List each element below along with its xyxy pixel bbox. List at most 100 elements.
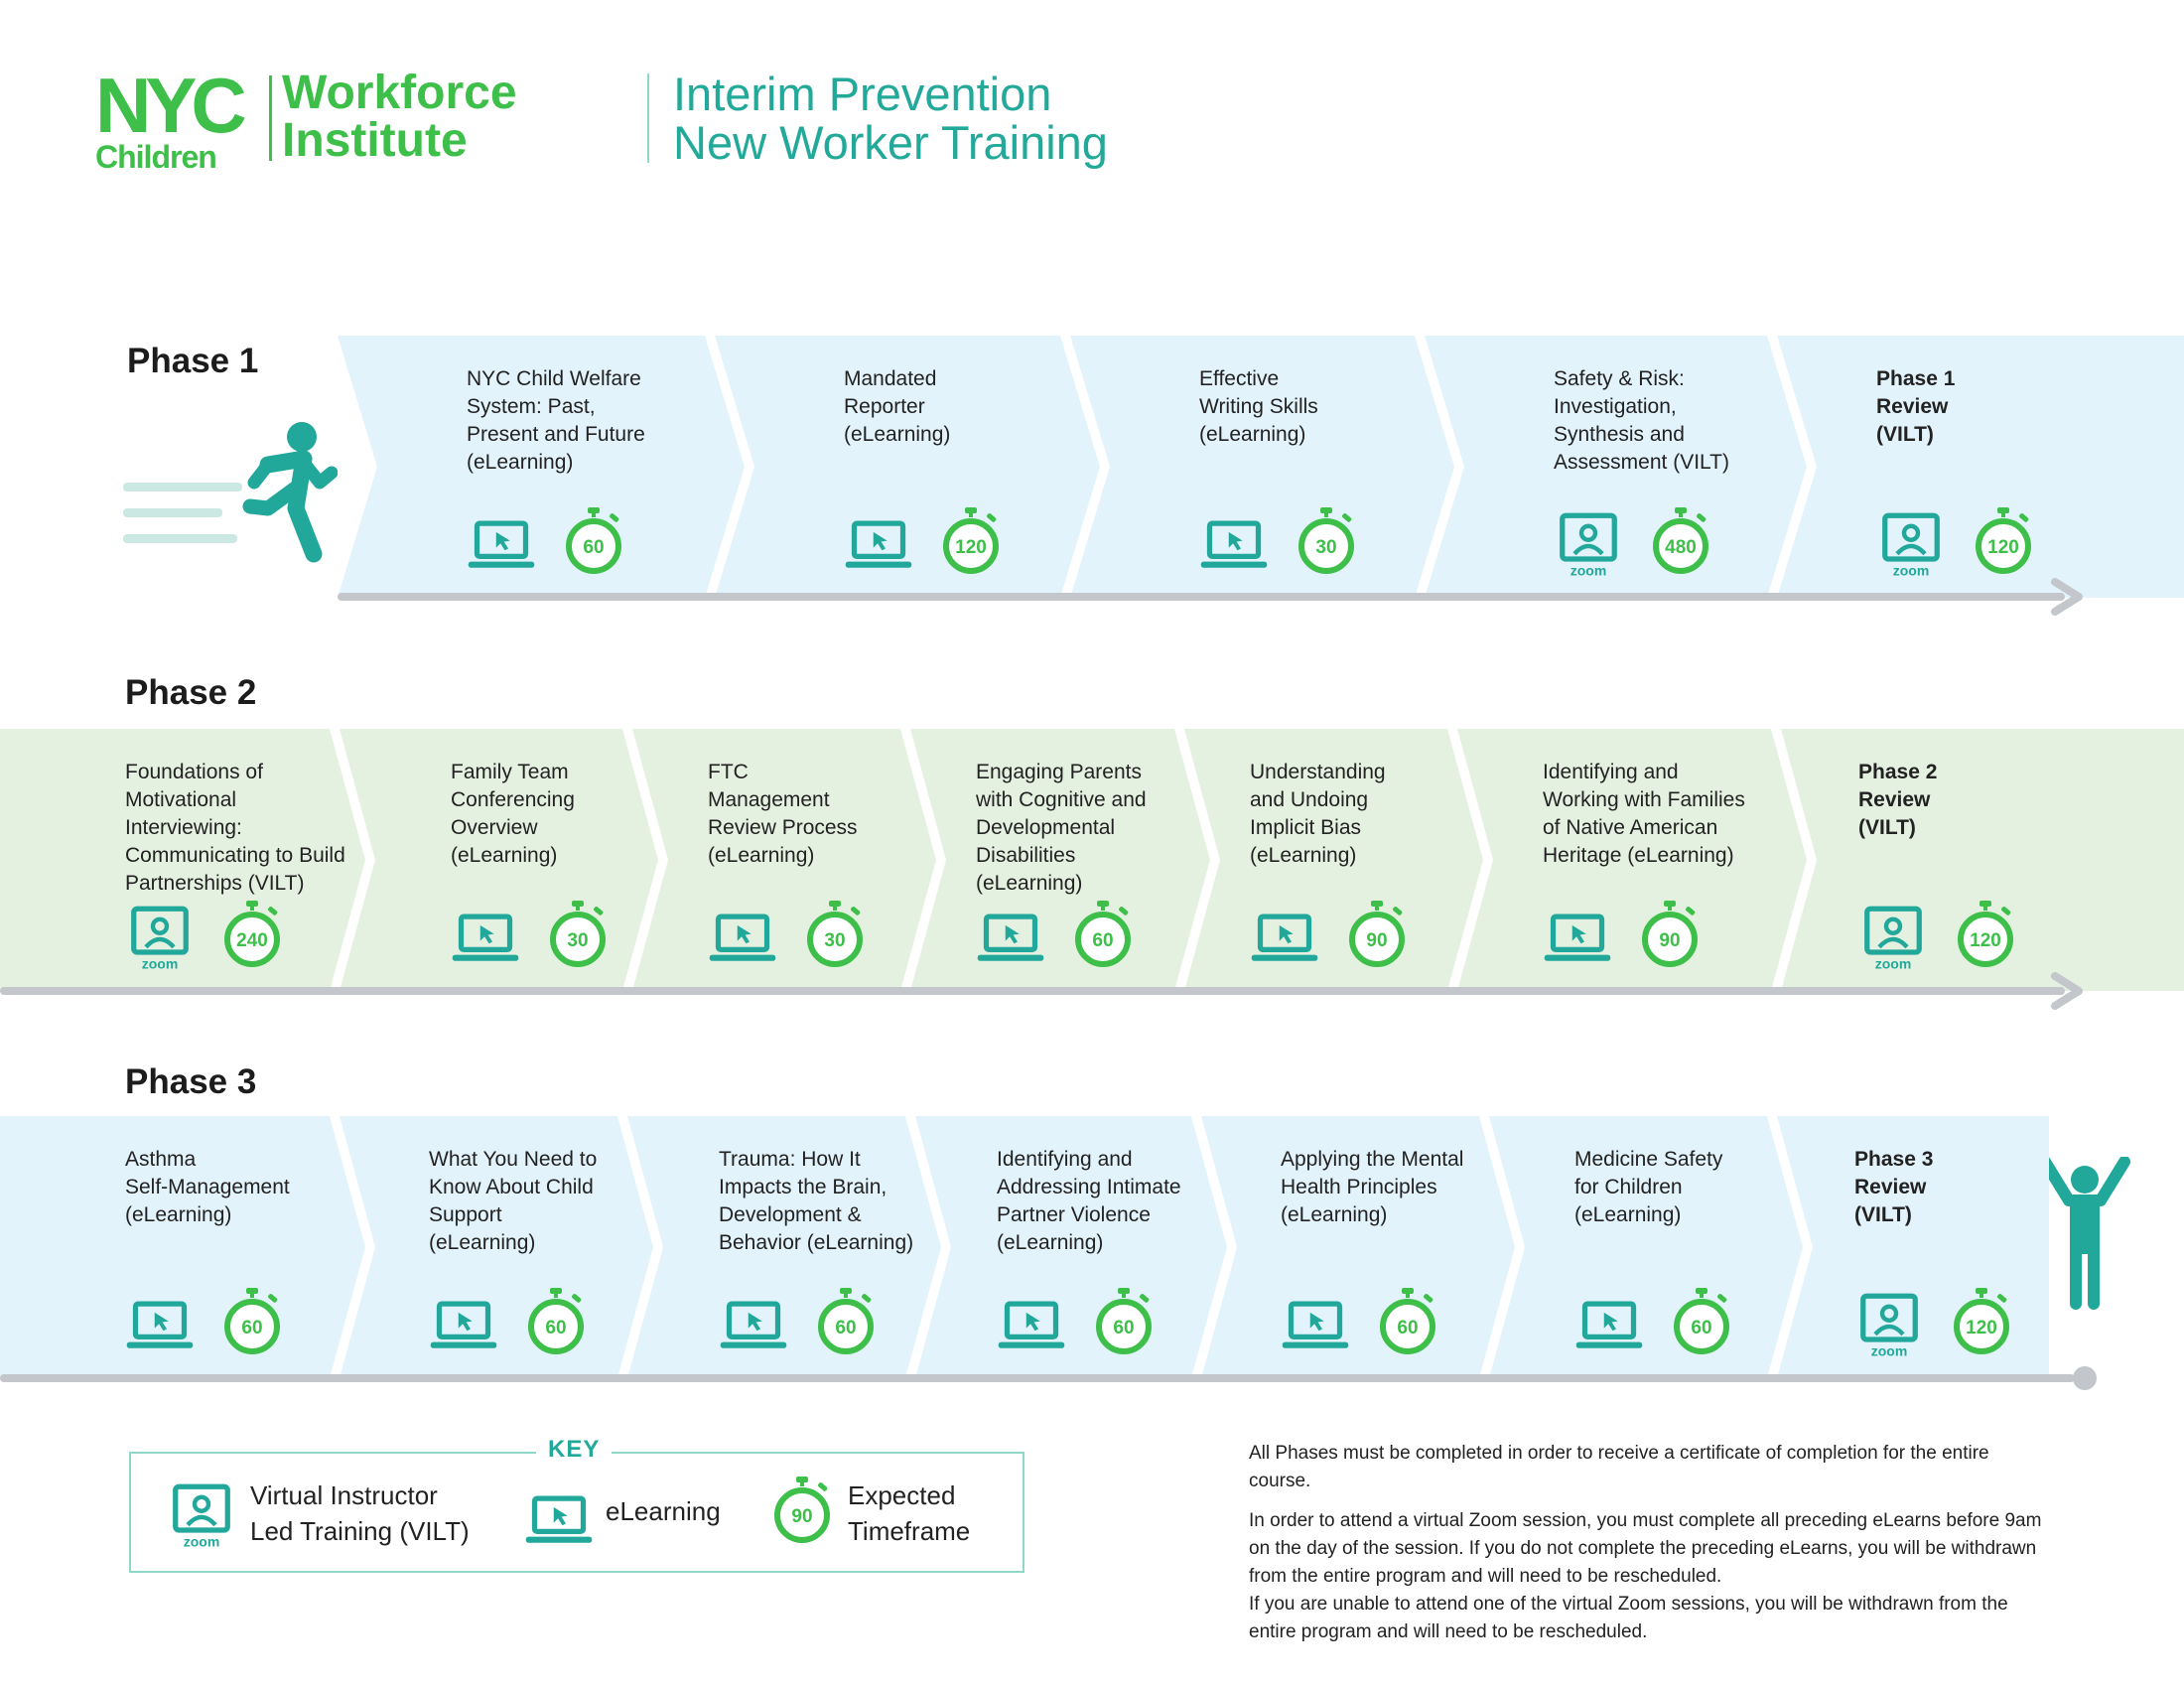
phase-3-progress-line xyxy=(0,1374,2075,1382)
runner-icon xyxy=(123,422,338,563)
timer-icon: 30 xyxy=(803,900,867,969)
timer-icon: 480 xyxy=(1649,506,1712,576)
key-elearning-label: eLearning xyxy=(606,1496,721,1526)
phase-1-step-5-chevron xyxy=(1777,336,2184,598)
phase-2-step-2-title: Family Team Conferencing Overview (eLear… xyxy=(451,761,575,867)
key-zoom-icon: zoom xyxy=(167,1481,236,1556)
timer-minutes: 90 xyxy=(1659,930,1680,951)
laptop-icon xyxy=(708,904,777,973)
timer-icon: 60 xyxy=(524,1287,588,1356)
zoom-label: zoom xyxy=(1875,956,1912,972)
phase-3-step-6-title: Medicine Safety for Children (eLearning) xyxy=(1574,1148,1723,1226)
phase-2-arrowhead-icon xyxy=(2051,972,2083,1010)
timer-minutes: 60 xyxy=(1092,930,1113,951)
completion-notes: All Phases must be completed in order to… xyxy=(1249,1440,2043,1658)
zoom-label: zoom xyxy=(184,1534,220,1550)
phase-1-step-2-chevron xyxy=(715,336,1100,598)
phase-1-progress-line xyxy=(338,593,2065,601)
page-title: Interim Prevention New Worker Training xyxy=(673,70,1108,167)
title-divider xyxy=(647,73,649,163)
timer-icon: 60 xyxy=(1071,900,1135,969)
phase-2-progress-line xyxy=(0,987,2065,995)
phase-1-arrowhead-icon xyxy=(2051,578,2083,616)
phase-3-step-3-title: Trauma: How It Impacts the Brain, Develo… xyxy=(719,1148,914,1254)
phase-2-step-4-title: Engaging Parents with Cognitive and Deve… xyxy=(976,761,1147,895)
logo-workforce-text: Workforce xyxy=(282,67,517,119)
laptop-icon xyxy=(1199,510,1269,580)
phase-1-step-1-title: NYC Child Welfare System: Past, Present … xyxy=(467,367,645,474)
note-completion: All Phases must be completed in order to… xyxy=(1249,1443,1989,1491)
laptop-icon xyxy=(451,904,520,973)
phase-2-step-6-title: Identifying and Working with Families of… xyxy=(1543,761,1745,867)
laptop-icon xyxy=(1281,1291,1350,1360)
phase-2-step-6-chevron xyxy=(1457,729,1807,991)
timer-minutes: 60 xyxy=(1397,1318,1418,1338)
timer-minutes: 240 xyxy=(236,930,268,951)
logo-institute-text: Institute xyxy=(282,114,468,167)
phase-1-step-4-title: Safety & Risk: Investigation, Synthesis … xyxy=(1554,367,1729,474)
timer-icon: 120 xyxy=(939,506,1003,576)
timer-icon: 60 xyxy=(1670,1287,1733,1356)
key-timer-icon: 90 xyxy=(770,1476,834,1550)
timer-minutes: 30 xyxy=(567,930,588,951)
phase-2-step-7-chevron xyxy=(1781,729,2184,991)
timer-icon: 90 xyxy=(1345,900,1409,969)
zoom-icon: zoom xyxy=(1858,904,1928,973)
laptop-icon xyxy=(1250,904,1319,973)
timer-minutes: 30 xyxy=(824,930,845,951)
key-vilt-label: Virtual Instructor Led Training (VILT) xyxy=(250,1480,470,1546)
phase-2-step-5-title: Understanding and Undoing Implicit Bias … xyxy=(1250,761,1386,867)
timer-icon: 120 xyxy=(1972,506,2035,576)
key-timer-label: Expected Timeframe xyxy=(848,1480,971,1546)
zoom-icon: zoom xyxy=(1854,1291,1924,1360)
celebrating-person-icon xyxy=(2039,1157,2130,1310)
phase-2-step-3-chevron xyxy=(632,729,936,991)
logo-children-text: Children xyxy=(95,139,217,175)
timer-minutes: 480 xyxy=(1665,537,1697,558)
laptop-icon xyxy=(976,904,1045,973)
timer-minutes: 120 xyxy=(955,537,987,558)
note-zoom-policy: In order to attend a virtual Zoom sessio… xyxy=(1249,1510,2042,1642)
zoom-label: zoom xyxy=(1871,1343,1908,1359)
phase-3-label: Phase 3 xyxy=(125,1062,257,1101)
laptop-icon xyxy=(844,510,913,580)
timer-minutes: 60 xyxy=(241,1318,262,1338)
key-laptop-icon xyxy=(524,1485,594,1560)
phase-1-label: Phase 1 xyxy=(127,342,259,380)
timer-icon: 120 xyxy=(1950,1287,2013,1356)
phase-3-step-7-title: Phase 3 Review (VILT) xyxy=(1854,1148,1934,1226)
timer-icon: 90 xyxy=(1638,900,1702,969)
timer-minutes: 120 xyxy=(1966,1318,1997,1338)
timer-icon: 60 xyxy=(220,1287,284,1356)
laptop-icon xyxy=(997,1291,1066,1360)
timer-minutes: 60 xyxy=(1113,1318,1134,1338)
phase-3-end-dot xyxy=(2073,1366,2097,1390)
timer-icon: 60 xyxy=(814,1287,878,1356)
laptop-icon xyxy=(429,1291,498,1360)
timer-minutes: 30 xyxy=(1315,537,1336,558)
key-title: KEY xyxy=(536,1436,613,1464)
phase-2-label: Phase 2 xyxy=(125,673,257,712)
phase-2-step-7-title: Phase 2 Review (VILT) xyxy=(1858,761,1938,839)
logo-nyc-text: NYC xyxy=(95,62,247,149)
timer-minutes: 60 xyxy=(545,1318,566,1338)
timer-icon: 60 xyxy=(562,506,625,576)
timer-icon: 60 xyxy=(1376,1287,1439,1356)
phase-3-step-4-title: Identifying and Addressing Intimate Part… xyxy=(997,1148,1181,1254)
timer-minutes: 90 xyxy=(1366,930,1387,951)
phase-3-step-1-title: Asthma Self-Management (eLearning) xyxy=(125,1148,290,1226)
phase-1-step-3-title: Effective Writing Skills (eLearning) xyxy=(1199,367,1318,446)
timer-minutes: 90 xyxy=(791,1506,812,1527)
phase-2-band: Foundations of Motivational Interviewing… xyxy=(0,729,2184,991)
timer-minutes: 60 xyxy=(835,1318,856,1338)
timer-icon: 30 xyxy=(1295,506,1358,576)
title-line-2: New Worker Training xyxy=(673,116,1108,169)
zoom-label: zoom xyxy=(142,956,179,972)
laptop-icon xyxy=(1574,1291,1644,1360)
phase-1-step-3-chevron xyxy=(1070,336,1454,598)
title-line-1: Interim Prevention xyxy=(673,68,1052,120)
zoom-icon: zoom xyxy=(1876,510,1946,580)
phase-1-step-2-title: Mandated Reporter (eLearning) xyxy=(844,367,951,446)
phase-2-step-1-title: Foundations of Motivational Interviewing… xyxy=(125,761,345,895)
